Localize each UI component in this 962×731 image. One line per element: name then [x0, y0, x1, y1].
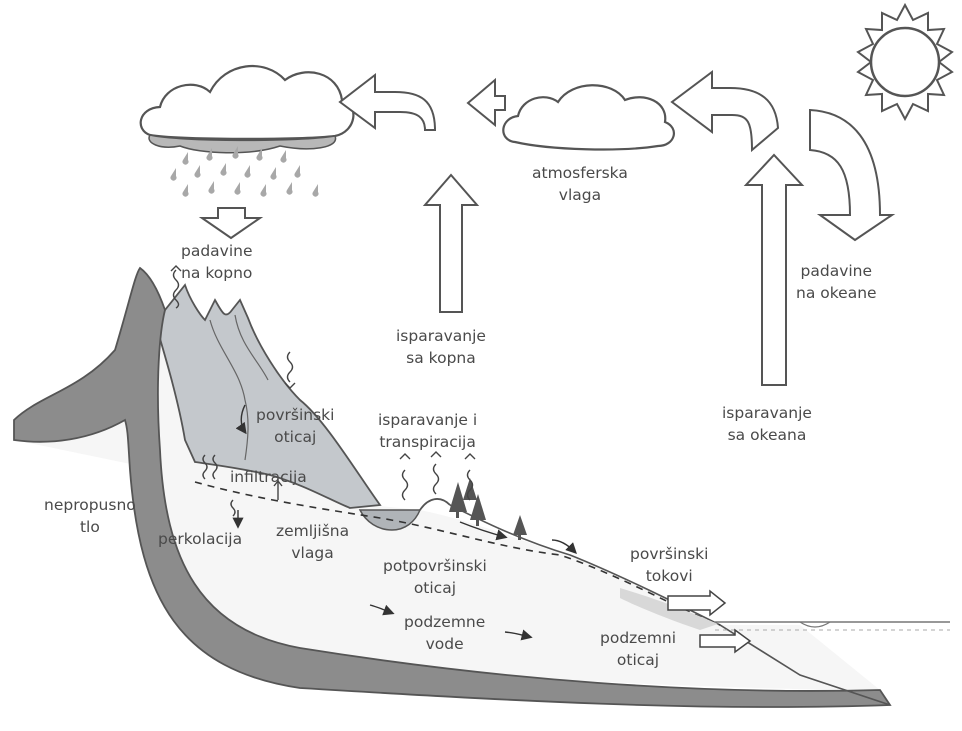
label-subsurface-runoff: potpovršinski oticaj [383, 555, 487, 599]
label-percolation: perkolacija [158, 528, 242, 550]
label-impermeable-ground: nepropusno tlo [44, 494, 136, 538]
evap-ocean-arrow [746, 155, 802, 385]
label-atmospheric-moisture: atmosferska vlaga [532, 162, 628, 206]
evap-land-arrow [425, 175, 477, 312]
label-infiltration: infiltracija [230, 466, 307, 488]
precip-ocean-arrow [810, 110, 892, 240]
label-evapotranspiration: isparavanje i transpiracija [378, 409, 477, 453]
label-precipitation-on-ocean: padavine na okeane [796, 260, 877, 304]
label-soil-moisture: zemljišna vlaga [276, 520, 349, 564]
atmosphere-cloud-icon [503, 85, 674, 149]
rain-drops [171, 146, 319, 197]
label-groundwater-runoff: podzemni oticaj [600, 627, 676, 671]
rain-cloud-icon [141, 66, 354, 153]
transport-arrow-right [672, 72, 778, 150]
label-precipitation-on-land: padavine na kopno [181, 240, 253, 284]
label-evaporation-from-ocean: isparavanje sa okeana [722, 402, 812, 446]
transport-arrow-middle [468, 80, 505, 125]
label-evaporation-from-land: isparavanje sa kopna [396, 325, 486, 369]
label-surface-streams: površinski tokovi [630, 543, 708, 587]
precip-land-arrow [202, 208, 260, 238]
transport-arrow-left [340, 75, 435, 130]
label-groundwater: podzemne vode [404, 611, 485, 655]
label-surface-runoff: površinski oticaj [256, 404, 334, 448]
sun-icon [858, 5, 952, 119]
